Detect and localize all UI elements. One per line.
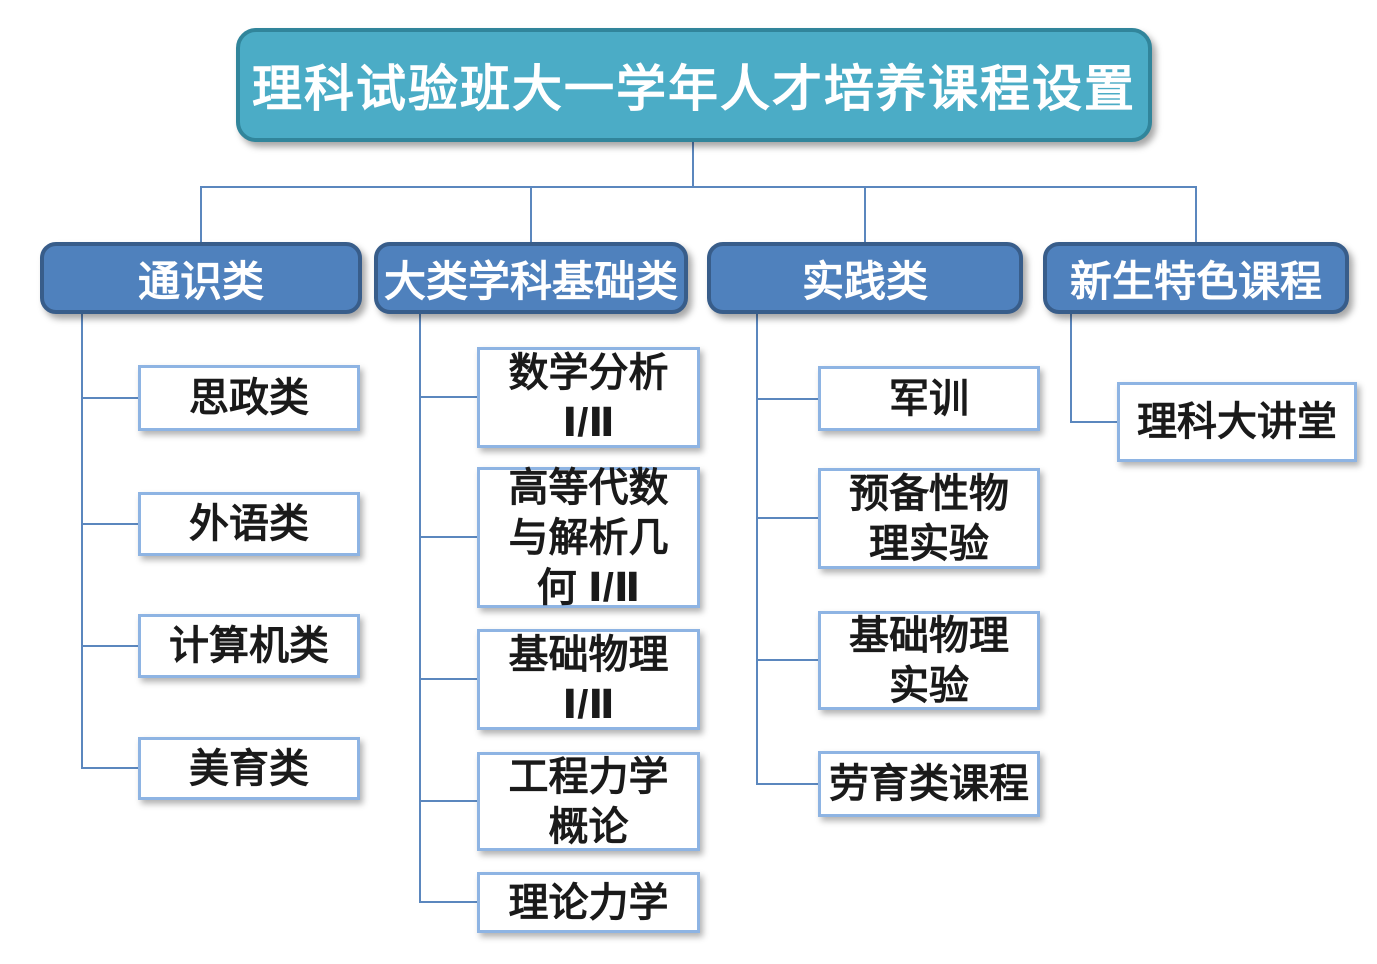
- node-label: 外语类: [189, 502, 309, 546]
- node-label: 工程力学 概论: [508, 754, 669, 849]
- leaf-node-fundamental-physics: 基础物理 Ⅰ/Ⅱ: [477, 629, 700, 730]
- leaf-node-science-lecture-hall: 理科大讲堂: [1117, 382, 1357, 462]
- leaf-node-aesthetic-education: 美育类: [138, 737, 360, 800]
- node-label: 高等代数 与解析几 何 Ⅰ/Ⅱ: [508, 465, 669, 610]
- leaf-node-foreign-language: 外语类: [138, 492, 360, 556]
- node-label: 思政类: [189, 376, 309, 420]
- node-label: 劳育类课程: [829, 762, 1029, 806]
- node-label: 军训: [889, 376, 969, 421]
- connector-branch0-trunk: [81, 314, 138, 769]
- leaf-node-advanced-algebra-analytic-geometry: 高等代数 与解析几 何 Ⅰ/Ⅱ: [477, 466, 700, 610]
- leaf-node-ideology-politics: 思政类: [138, 365, 360, 431]
- leaf-node-engineering-mechanics-intro: 工程力学 概论: [477, 752, 700, 851]
- node-label: 新生特色课程: [1069, 257, 1322, 305]
- node-label: 实践类: [801, 257, 928, 305]
- connector-top-bus: [200, 186, 1197, 242]
- node-label: 大类学科基础类: [383, 257, 678, 305]
- branch-node-freshman-special: 新生特色课程: [1043, 242, 1349, 314]
- node-label: 理科试验班大一学年人才培养课程设置: [252, 61, 1136, 117]
- node-label: 基础物理 Ⅰ/Ⅱ: [508, 632, 669, 727]
- connector-branch1-trunk: [419, 314, 477, 903]
- leaf-node-computer: 计算机类: [138, 614, 360, 678]
- node-label: 计算机类: [169, 624, 329, 668]
- node-label: 数学分析 Ⅰ/Ⅱ: [508, 350, 669, 445]
- node-label: 通识类: [137, 257, 264, 305]
- leaf-node-military-training: 军训: [818, 366, 1040, 431]
- node-label: 基础物理 实验: [849, 613, 1009, 708]
- branch-node-discipline-foundation: 大类学科基础类: [374, 242, 688, 314]
- branch-node-general-education: 通识类: [40, 242, 362, 314]
- node-label: 理科大讲堂: [1137, 400, 1337, 444]
- node-label: 理论力学: [508, 880, 669, 925]
- leaf-node-mathematical-analysis: 数学分析 Ⅰ/Ⅱ: [477, 347, 700, 448]
- leaf-node-basic-physics-experiment: 基础物理 实验: [818, 611, 1040, 710]
- leaf-node-preparatory-physics-experiment: 预备性物 理实验: [818, 468, 1040, 569]
- branch-node-practice: 实践类: [707, 242, 1023, 314]
- leaf-node-theoretical-mechanics: 理论力学: [477, 872, 700, 933]
- connector-branch3-trunk: [1070, 314, 1117, 423]
- root-node-title: 理科试验班大一学年人才培养课程设置: [236, 28, 1152, 142]
- node-label: 美育类: [189, 746, 309, 791]
- node-label: 预备性物 理实验: [849, 471, 1009, 566]
- leaf-node-labor-education-courses: 劳育类课程: [818, 751, 1040, 817]
- connector-branch2-trunk: [756, 314, 818, 785]
